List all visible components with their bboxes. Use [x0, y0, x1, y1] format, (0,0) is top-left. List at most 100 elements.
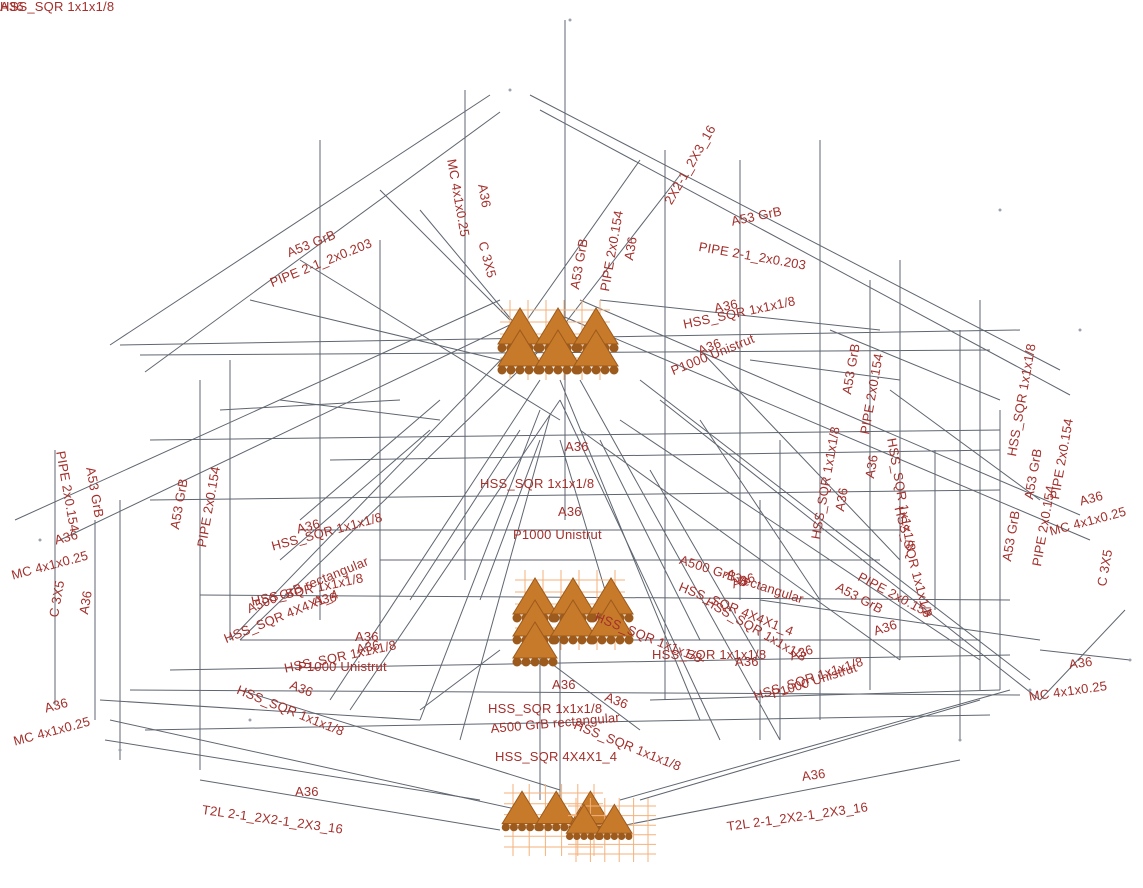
member-line — [559, 174, 681, 331]
member-label: HSS_SQR 4X4X1_4 — [495, 749, 618, 764]
member-label: P1000 Unistrut — [513, 527, 602, 542]
clamp-dot — [600, 365, 610, 375]
member-line — [759, 599, 1041, 641]
member-label: P1000 Unistrut — [298, 659, 387, 674]
member-line — [649, 469, 761, 661]
clamp-dot — [562, 365, 572, 375]
member-line — [579, 379, 781, 741]
member-line — [409, 429, 521, 601]
member-label: A36 — [475, 182, 495, 209]
clamp-dot — [506, 365, 516, 375]
member-label: A36 — [735, 654, 759, 669]
member-line — [329, 379, 541, 701]
member-line — [619, 419, 981, 661]
clamp-dot — [544, 365, 554, 375]
member-line — [539, 109, 1071, 396]
member-line — [459, 414, 551, 741]
member-line — [479, 439, 541, 601]
clamp-dot — [535, 365, 545, 375]
member-line — [559, 379, 701, 721]
clamp-dot — [552, 823, 561, 832]
clamp-dot — [618, 832, 626, 841]
clamp-dot — [548, 657, 558, 667]
node-point — [118, 748, 122, 752]
member-line — [639, 699, 981, 801]
clamp-dot — [535, 823, 545, 832]
member-line — [144, 714, 991, 731]
node-point — [1078, 328, 1082, 332]
clamp-dot — [588, 613, 598, 623]
member-line — [99, 699, 421, 721]
member-line — [1039, 649, 1131, 661]
member-line — [279, 429, 431, 561]
member-line — [299, 259, 561, 421]
clamp-dot — [512, 635, 522, 645]
node-point — [998, 208, 1002, 212]
clamp-dot — [591, 365, 601, 375]
clamp-dot — [517, 823, 527, 832]
clamp-dot — [588, 635, 598, 645]
clamp-dot — [603, 832, 611, 841]
clamp-dot — [566, 832, 574, 841]
node-point — [568, 18, 572, 22]
node-point — [248, 718, 252, 722]
support-cluster[interactable] — [501, 784, 612, 856]
member-label: A36 — [552, 677, 576, 692]
node-point — [1128, 658, 1132, 662]
clamp-dot — [509, 823, 518, 832]
member-line — [149, 489, 1001, 501]
member-line — [239, 349, 541, 641]
clamp-dot — [501, 823, 510, 832]
node-point — [1028, 688, 1032, 692]
hanger-shape — [535, 790, 577, 825]
clamp-dot — [606, 635, 616, 645]
member-label: A36 — [565, 439, 589, 454]
member-line — [529, 94, 1061, 371]
clamp-dot — [539, 657, 549, 667]
member-label: A36 — [800, 765, 827, 784]
member-label: A36 — [862, 453, 881, 480]
clamp-dot — [553, 365, 563, 375]
member-line — [14, 299, 501, 521]
support-cluster[interactable] — [512, 570, 634, 667]
member-line — [199, 779, 501, 831]
member-line — [419, 409, 541, 721]
member-line — [639, 379, 1031, 681]
support-cluster[interactable] — [497, 300, 619, 380]
clamp-dot — [512, 613, 522, 623]
member-line — [219, 399, 401, 411]
clamp-dot — [577, 635, 587, 645]
member-line — [169, 654, 1011, 671]
member-label: A36 — [0, 0, 24, 14]
member-label: A36 — [621, 235, 640, 262]
clamp-dot — [596, 832, 604, 841]
member-line — [239, 689, 561, 791]
member-line — [329, 449, 1001, 461]
clamp-dot — [524, 365, 534, 375]
clamp-dot — [526, 823, 535, 832]
clamp-dot — [530, 657, 540, 667]
member-line — [579, 429, 901, 661]
member-line — [349, 399, 561, 711]
member-label: A36 — [295, 784, 319, 799]
clamp-dot — [512, 657, 522, 667]
member-label: HSS_SQR 1x1x1/8 — [652, 647, 767, 662]
clamp-dot — [580, 832, 588, 841]
member-line — [299, 399, 441, 521]
member-line — [419, 649, 501, 711]
clamp-dot — [515, 365, 525, 375]
support-cluster[interactable] — [565, 798, 656, 862]
member-line — [519, 159, 641, 331]
clamp-dot — [625, 832, 633, 841]
node-point — [38, 538, 42, 542]
clamp-dot — [544, 823, 553, 832]
member-label: HSS_SQR 1x1x1/8 — [488, 701, 603, 716]
clamp-dot — [609, 343, 619, 353]
member-line — [104, 739, 481, 801]
member-line — [1039, 609, 1126, 701]
member-label: A36 — [76, 589, 95, 616]
member-line — [699, 349, 901, 561]
clamp-dot — [560, 823, 569, 832]
